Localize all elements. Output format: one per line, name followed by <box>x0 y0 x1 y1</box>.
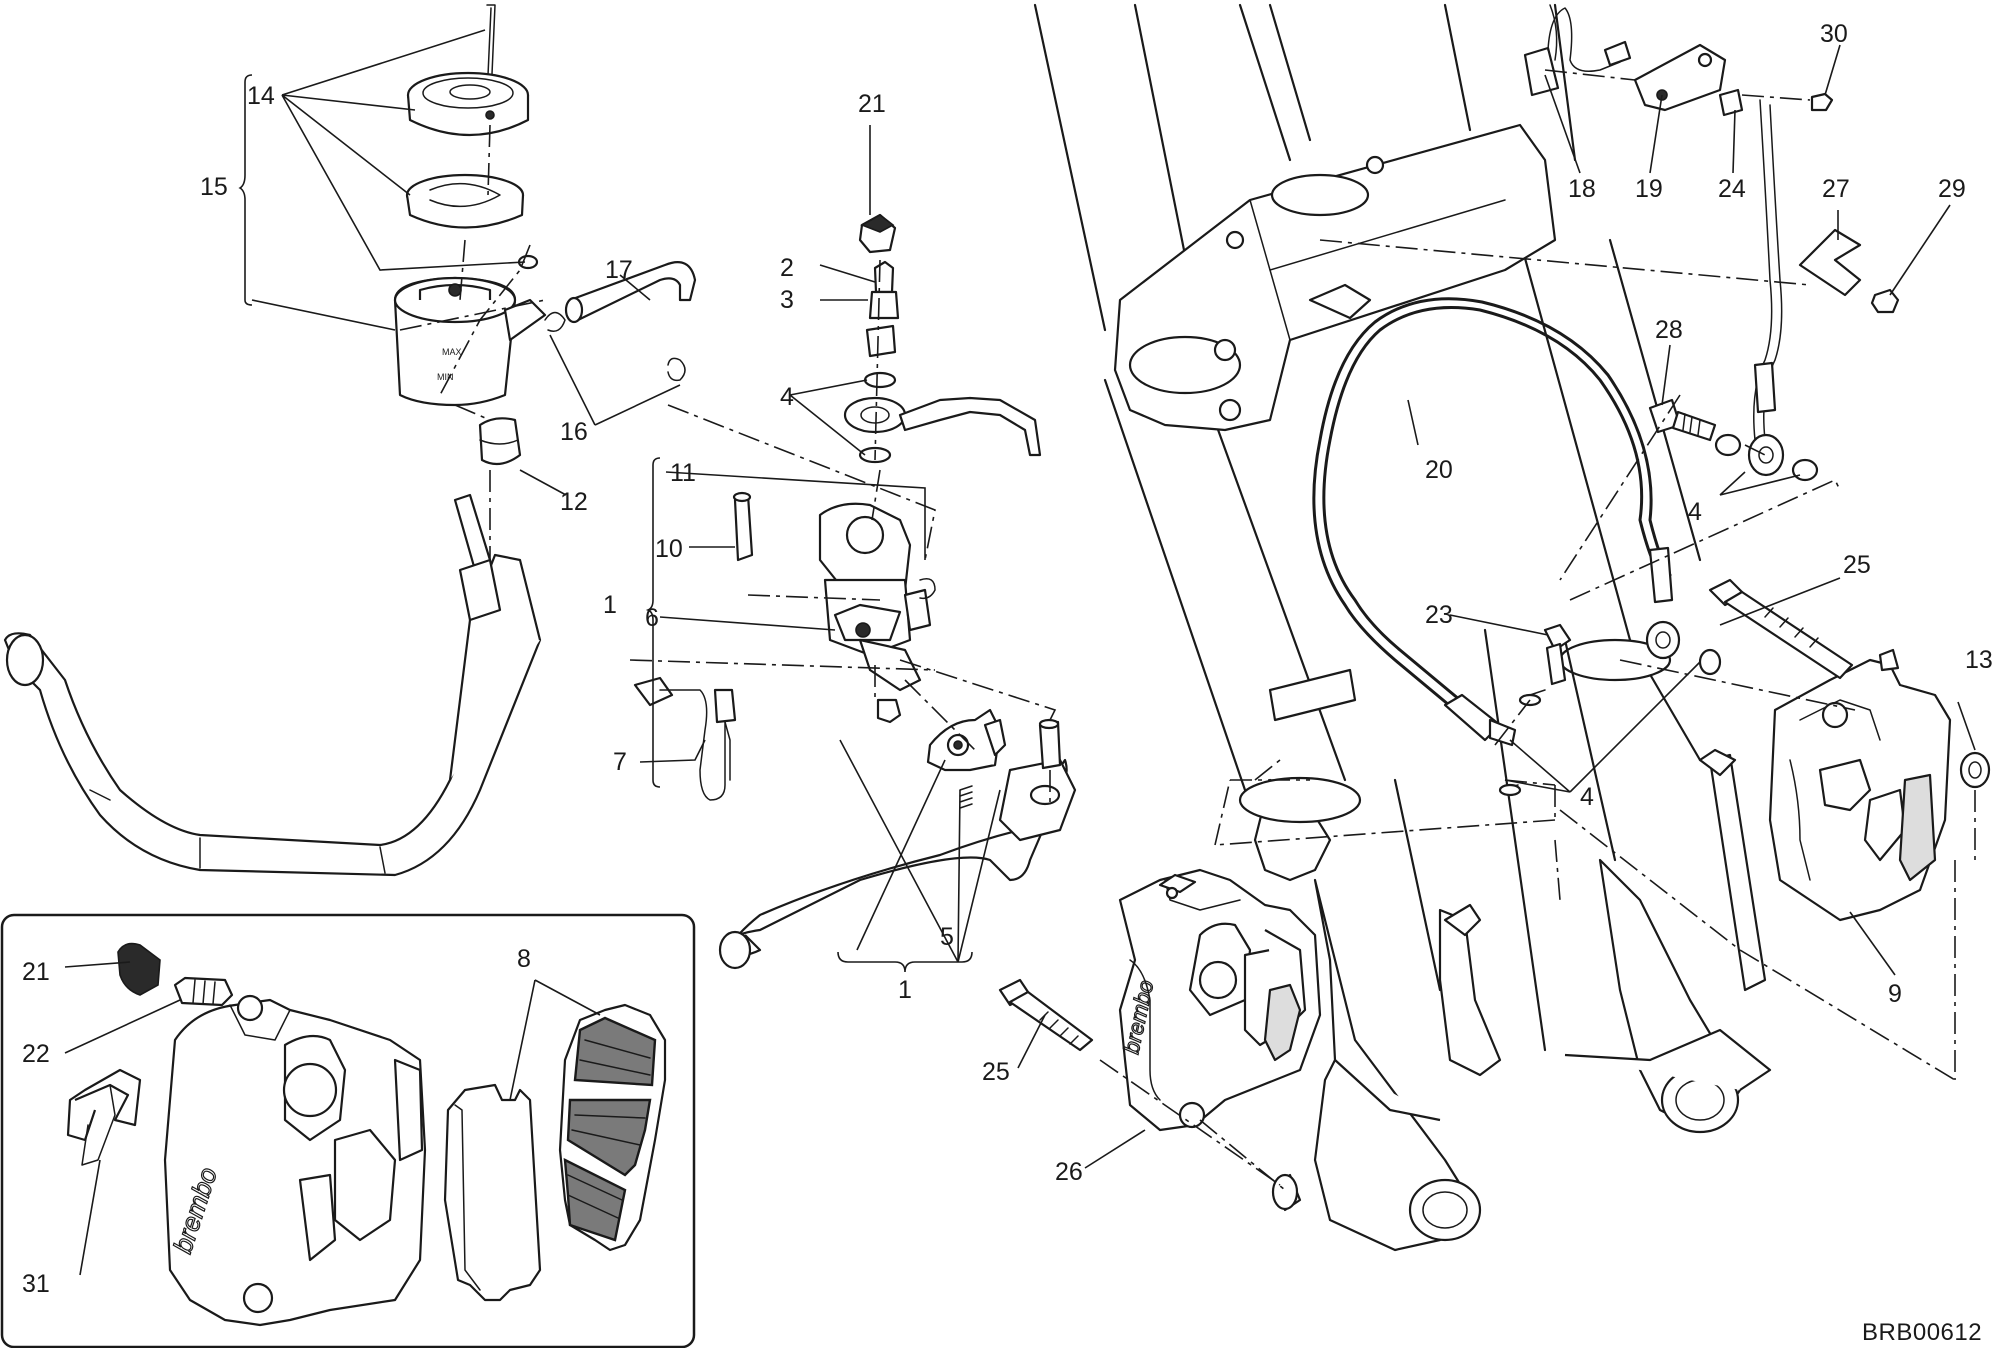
callout-21-main: 21 <box>858 90 886 118</box>
callout-12: 12 <box>560 488 588 516</box>
drawing-code: BRB00612 <box>1862 1319 1982 1346</box>
callout-labels: 14 15 17 16 12 21 2 3 4 11 10 1 6 7 5 1 … <box>22 20 1993 1298</box>
callout-17: 17 <box>605 256 633 284</box>
front-brake-caliper-left: brembo <box>998 868 1322 1212</box>
max-mark: MAX <box>442 347 462 357</box>
callout-18: 18 <box>1568 175 1596 203</box>
callout-22: 22 <box>22 1040 50 1068</box>
callout-19: 19 <box>1635 175 1663 203</box>
callout-30: 30 <box>1820 20 1848 48</box>
callout-14: 14 <box>247 82 275 110</box>
callout-24: 24 <box>1718 175 1746 203</box>
callout-11: 11 <box>670 459 696 487</box>
callout-28: 28 <box>1655 316 1683 344</box>
assembly-lines <box>399 69 1976 1191</box>
callout-4-caliper: 4 <box>1580 783 1594 811</box>
reservoir-hose <box>564 261 697 382</box>
callout-25-right: 25 <box>1843 551 1871 579</box>
callout-26: 26 <box>1055 1158 1083 1186</box>
sensor-bracket <box>1498 7 1900 797</box>
callout-23: 23 <box>1425 601 1453 629</box>
banjo-fittings <box>843 213 1042 464</box>
callout-3: 3 <box>780 286 794 314</box>
callout-25-left: 25 <box>982 1058 1010 1086</box>
callout-10: 10 <box>655 535 683 563</box>
callout-1-lever: 1 <box>898 976 912 1004</box>
callout-1-bracket: 1 <box>603 591 617 619</box>
callout-2: 2 <box>780 254 794 282</box>
brake-master-cylinder <box>633 491 1077 970</box>
callout-5: 5 <box>940 923 954 951</box>
callout-9: 9 <box>1888 980 1902 1008</box>
min-mark: MIN <box>437 372 454 382</box>
inset-detail: brembo <box>0 913 696 1348</box>
brake-hose <box>1312 4 1785 747</box>
callout-20: 20 <box>1425 456 1453 484</box>
callout-8: 8 <box>517 945 531 973</box>
front-brake-caliper-right <box>1708 578 1991 922</box>
callout-31: 31 <box>22 1270 50 1298</box>
callout-6: 6 <box>645 604 659 632</box>
callout-7: 7 <box>613 748 627 776</box>
callout-29: 29 <box>1938 175 1966 203</box>
callout-21-inset: 21 <box>22 958 50 986</box>
callout-4-pump: 4 <box>780 383 794 411</box>
callout-13: 13 <box>1965 646 1993 674</box>
callout-27: 27 <box>1822 175 1850 203</box>
brake-fluid-reservoir: MAX MIN <box>393 4 566 466</box>
front-fork-assembly <box>1033 3 1772 1252</box>
callout-16: 16 <box>560 418 588 446</box>
handguard <box>3 493 542 877</box>
callout-15: 15 <box>200 173 228 201</box>
callout-4-hose: 4 <box>1688 498 1702 526</box>
leader-lines <box>64 29 1976 1276</box>
